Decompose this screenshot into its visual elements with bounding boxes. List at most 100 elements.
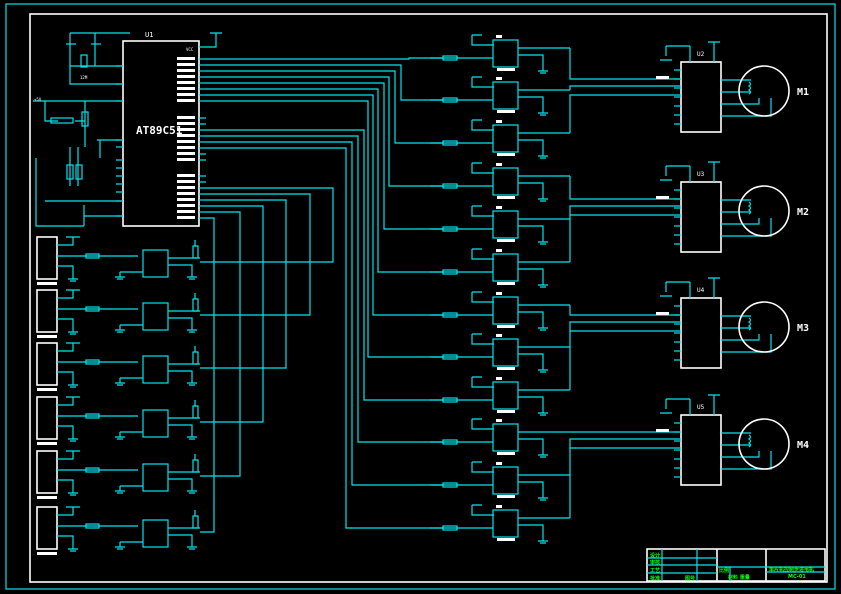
ground-icon <box>538 408 548 416</box>
opto-ref-label <box>496 35 502 38</box>
sensor-channel <box>36 289 200 338</box>
opto-wire <box>430 119 494 144</box>
opto-body <box>492 39 519 68</box>
sensor-label <box>37 282 57 285</box>
bus-wire <box>200 211 241 477</box>
resistor-icon <box>442 97 458 103</box>
opto-part-label <box>497 367 515 370</box>
tb-check: 审核 <box>650 559 660 566</box>
optocoupler <box>430 504 570 544</box>
mcu-pin-label <box>177 128 195 131</box>
tb-process: 工艺 <box>650 567 660 574</box>
resistor-icon <box>192 515 199 529</box>
opto-wire <box>430 76 494 101</box>
mcu-pin-label <box>177 75 195 78</box>
resistor-icon <box>192 405 199 419</box>
ground-icon <box>538 493 548 501</box>
mcu-pin-label <box>177 204 195 207</box>
sensor-channel <box>36 342 200 391</box>
coil-icon <box>747 317 752 331</box>
opto-wire <box>120 400 200 433</box>
sensor-box <box>36 342 58 386</box>
resistor-icon <box>442 482 458 488</box>
optocoupler <box>430 461 570 501</box>
opto-out <box>518 304 570 323</box>
opto-wire <box>430 376 494 401</box>
opto-body <box>492 466 519 495</box>
opto-wire <box>120 454 200 487</box>
mcu-pin-label <box>177 158 195 161</box>
mcu-pin-label <box>177 216 195 219</box>
bus-wire <box>206 82 443 230</box>
bus-wire <box>206 88 443 273</box>
sensor-label <box>37 388 57 391</box>
motor-label: M4 <box>797 440 809 451</box>
opto-ref-label <box>496 163 502 166</box>
bus-wire <box>206 76 443 187</box>
mcu-pin-label <box>177 63 195 66</box>
power-label: +5V <box>34 97 42 102</box>
opto-ref-label <box>496 462 502 465</box>
resistor-icon <box>442 397 458 403</box>
driver-ref: U3 <box>697 171 705 178</box>
ground-icon <box>538 151 548 159</box>
sensor-box <box>36 506 58 550</box>
opto-body <box>142 355 169 384</box>
driver-ic <box>680 414 722 486</box>
ground-icon <box>68 434 78 442</box>
opto-ref-label <box>496 505 502 508</box>
sensor-box <box>36 450 58 494</box>
opto-out <box>518 218 570 237</box>
opto-out <box>518 431 570 450</box>
optocoupler <box>430 205 570 245</box>
mcu-pin-label <box>177 81 195 84</box>
opto-wire <box>120 240 200 273</box>
motor-label: M2 <box>797 207 809 218</box>
title-block: 设计 审核 工艺 批准 图号 比例 材料 重量 单片机控制步进电机 MC-01 <box>646 548 826 582</box>
opto-part-label <box>497 495 515 498</box>
ground-icon <box>187 325 197 333</box>
mcu-pin-label <box>177 198 195 201</box>
opto-body <box>142 302 169 331</box>
driver-input-wire <box>569 48 681 133</box>
resistor-icon <box>85 523 100 529</box>
resistor-icon <box>442 183 458 189</box>
crystal-label: 12M <box>80 75 88 80</box>
sensor-channel <box>36 396 200 445</box>
ground-icon <box>115 378 125 386</box>
tb-sheet: 图号 <box>685 575 695 582</box>
coil-icon <box>747 81 752 95</box>
motor-wire <box>721 432 772 470</box>
driver-input-label <box>656 312 669 315</box>
optocoupler <box>430 119 570 159</box>
mcu-pin-label <box>177 152 195 155</box>
vcc-wire <box>199 32 222 48</box>
mcu-pin-label <box>177 57 195 60</box>
bus-wire <box>206 64 443 101</box>
opto-part-label <box>497 410 515 413</box>
opto-ref-label <box>496 120 502 123</box>
sensor-wire <box>57 289 138 327</box>
opto-body <box>492 81 519 110</box>
tb-material: 材料 重量 <box>728 574 750 581</box>
driver-power <box>660 41 720 62</box>
opto-wire <box>430 248 494 273</box>
signal-bus <box>200 57 443 533</box>
opto-ref-label <box>496 206 502 209</box>
sensor-wire <box>57 506 138 544</box>
opto-body <box>492 124 519 153</box>
mcu-pin-label <box>177 87 195 90</box>
opto-out <box>518 47 570 66</box>
ground-icon <box>115 272 125 280</box>
driver-ic <box>680 61 722 133</box>
ground-icon <box>538 280 548 288</box>
opto-wire <box>430 504 494 529</box>
resistor-icon <box>85 306 100 312</box>
mcu-u1: U1 AT89C51 VCC <box>116 31 222 227</box>
tb-design: 设计 <box>650 552 660 559</box>
opto-body <box>142 519 169 548</box>
mcu-pin-label <box>177 93 195 96</box>
outer-frame <box>5 3 836 590</box>
ground-icon <box>538 237 548 245</box>
